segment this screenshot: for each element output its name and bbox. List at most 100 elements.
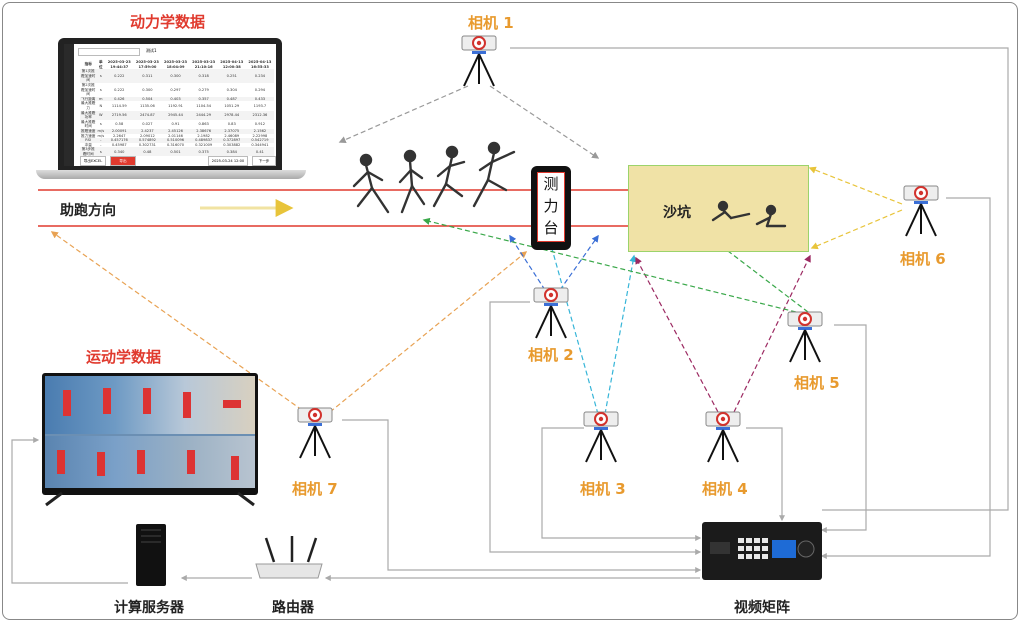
table-cell: 2474.87 — [133, 110, 162, 120]
athlete-3 — [143, 388, 151, 414]
table-cell: s — [96, 69, 106, 83]
table-cell: 1193.7 — [253, 103, 267, 108]
table-cell: 0.300 — [161, 69, 190, 83]
laptop-tab[interactable]: 测试1 — [146, 48, 157, 53]
cam7-view-left — [50, 231, 303, 411]
next-button[interactable]: 下一步 — [252, 156, 276, 166]
laptop-dropdown[interactable] — [78, 48, 140, 56]
cam3-view-right — [604, 254, 637, 415]
table-cell: 0.487 — [217, 96, 246, 102]
camera-5-label: 相机 5 — [794, 374, 840, 392]
camera-icon — [903, 185, 939, 237]
table-cell: 2.09012 — [139, 133, 155, 138]
table-cell: m/s — [96, 128, 106, 134]
table-header-cell: 2025-04-13 12:00:38 — [220, 60, 244, 69]
table-cell: 0.83 — [227, 122, 236, 127]
table-cell: 2945.44 — [161, 110, 190, 120]
table-cell: 0.372897 — [217, 138, 246, 143]
table-cell: 0.311 — [133, 69, 162, 83]
sandpit: 沙坑 — [628, 165, 809, 252]
cam2-view-right — [559, 234, 599, 291]
camera-3-label: 相机 3 — [580, 480, 626, 498]
camera-icon — [787, 311, 823, 363]
table-cell: 0.45987 — [111, 142, 127, 147]
table-cell: 0.279 — [198, 87, 209, 92]
table-cell: 2.01146 — [168, 133, 183, 138]
camera-icon — [461, 35, 497, 87]
camera-5 — [784, 310, 826, 368]
table-cell: 0.504 — [133, 96, 162, 102]
runner-1 — [352, 153, 390, 214]
display-monitor — [42, 373, 258, 507]
table-cell: N — [99, 103, 103, 108]
table-cell: 推蹬速度 — [80, 128, 97, 134]
cable-cam3 — [541, 427, 702, 541]
plate-char-1: 测 — [543, 175, 559, 193]
camera-icon — [583, 411, 619, 463]
table-header-cell: 2025-04-13 16:55:33 — [248, 60, 272, 69]
table-cell: 2.1982 — [197, 133, 210, 138]
table-cell: 0.294 — [254, 87, 266, 92]
table-cell: m/s — [97, 133, 105, 138]
camera-7-label: 相机 7 — [292, 480, 338, 498]
export-button[interactable]: 导出 — [110, 156, 136, 166]
table-cell: 0.302731 — [138, 142, 156, 147]
athlete-6 — [57, 450, 65, 474]
plate-char-2: 力 — [543, 197, 559, 215]
athlete-5 — [223, 400, 241, 408]
table-header-cell: 2025-03-23 21:10:16 — [192, 60, 216, 69]
table-header-cell: 单位 — [99, 60, 103, 69]
table-cell: 0.501 — [161, 147, 190, 157]
table-cell: 2.38676 — [189, 128, 218, 134]
table-cell: 0.027 — [142, 122, 153, 127]
cam6-view-bottom — [810, 209, 903, 250]
table-cell: 2.37075 — [217, 128, 246, 134]
table-cell: 0.41 — [245, 147, 274, 157]
video-matrix-icon — [702, 522, 822, 580]
athlete-2 — [103, 388, 111, 414]
camera-6-label: 相机 6 — [900, 250, 946, 268]
table-cell: 0.375 — [189, 147, 218, 157]
table-cell: 0.48 — [133, 147, 162, 157]
camera-2 — [530, 286, 572, 344]
cable-cam2 — [489, 301, 702, 555]
table-cell: 2719.56 — [105, 110, 134, 120]
table-cell: RSI — [80, 138, 97, 143]
table-cell: 2.2647 — [112, 133, 126, 138]
table-cell: 2.1562 — [245, 128, 274, 134]
table-cell: 0.318 — [189, 69, 218, 83]
table-cell: 0.91 — [171, 122, 180, 127]
table-cell: 2.4237 — [133, 128, 162, 134]
router-icon — [255, 536, 323, 579]
table-cell: 2.22998 — [252, 133, 268, 138]
table-cell: W — [96, 110, 106, 120]
table-cell: 0.297 — [170, 87, 181, 92]
athlete-9 — [187, 450, 195, 474]
export-excel-button[interactable]: 导出EXCEL — [80, 156, 106, 166]
cam7-view-right — [329, 251, 528, 413]
landing-jumpers — [711, 200, 787, 228]
date-button[interactable]: 2025-03-24 12:00 — [208, 156, 248, 166]
table-cell: 2.00091 — [105, 128, 134, 134]
runner-4 — [472, 141, 516, 208]
table-cell: 0.303882 — [223, 142, 241, 147]
table-cell: 0.222 — [114, 87, 125, 92]
table-cell: s — [99, 122, 102, 127]
table-header-cell: 2025-03-23 17:59:00 — [135, 60, 159, 69]
cable-cam5 — [820, 324, 867, 533]
table-cell: 0.433 — [245, 96, 274, 102]
table-cell: 飞行距离 — [80, 96, 97, 102]
table-cell: 0.344941 — [251, 142, 269, 147]
table-cell: - — [96, 138, 106, 143]
table-cell: 0.222 — [105, 69, 134, 83]
video-strip-bottom — [45, 436, 255, 488]
table-cell: 最大推蹬力 — [81, 101, 96, 110]
